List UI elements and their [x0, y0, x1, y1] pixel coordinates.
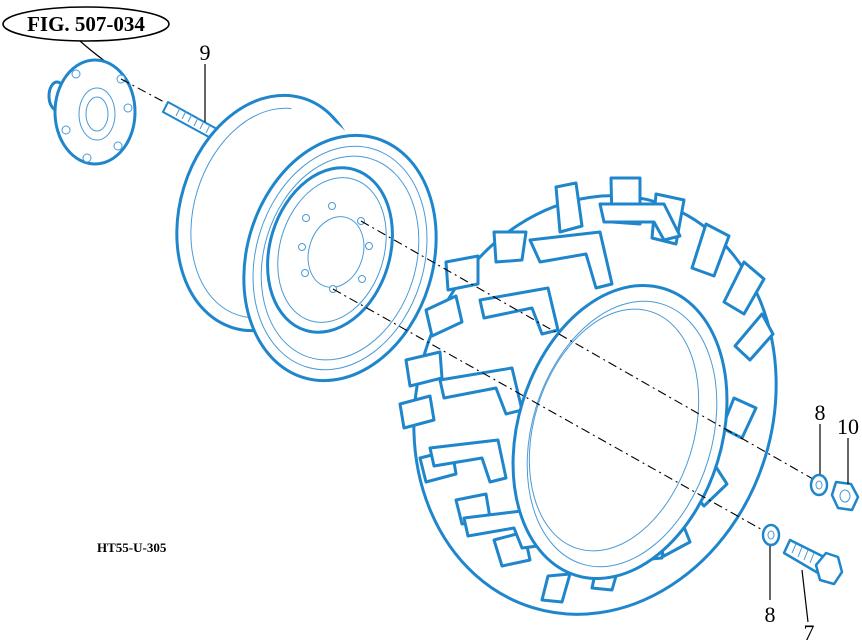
callout-8-lower: 8	[765, 602, 776, 627]
hub-flange	[47, 58, 137, 166]
callout-7: 7	[804, 620, 815, 643]
callout-8-upper: 8	[815, 400, 826, 425]
callout-leaders	[204, 64, 849, 623]
assembly-axes	[120, 78, 821, 538]
tractor-tyre	[398, 176, 778, 616]
washer-lower	[761, 523, 781, 547]
figure-reference: FIG. 507-034	[2, 6, 170, 63]
drawing-code: HT55-U-305	[97, 540, 167, 555]
callout-9: 9	[200, 40, 211, 65]
figure-reference-text: FIG. 507-034	[27, 12, 145, 36]
hex-nut	[830, 480, 860, 512]
washer-upper	[809, 473, 829, 497]
callout-10: 10	[837, 414, 859, 439]
hex-bolt	[782, 538, 844, 586]
